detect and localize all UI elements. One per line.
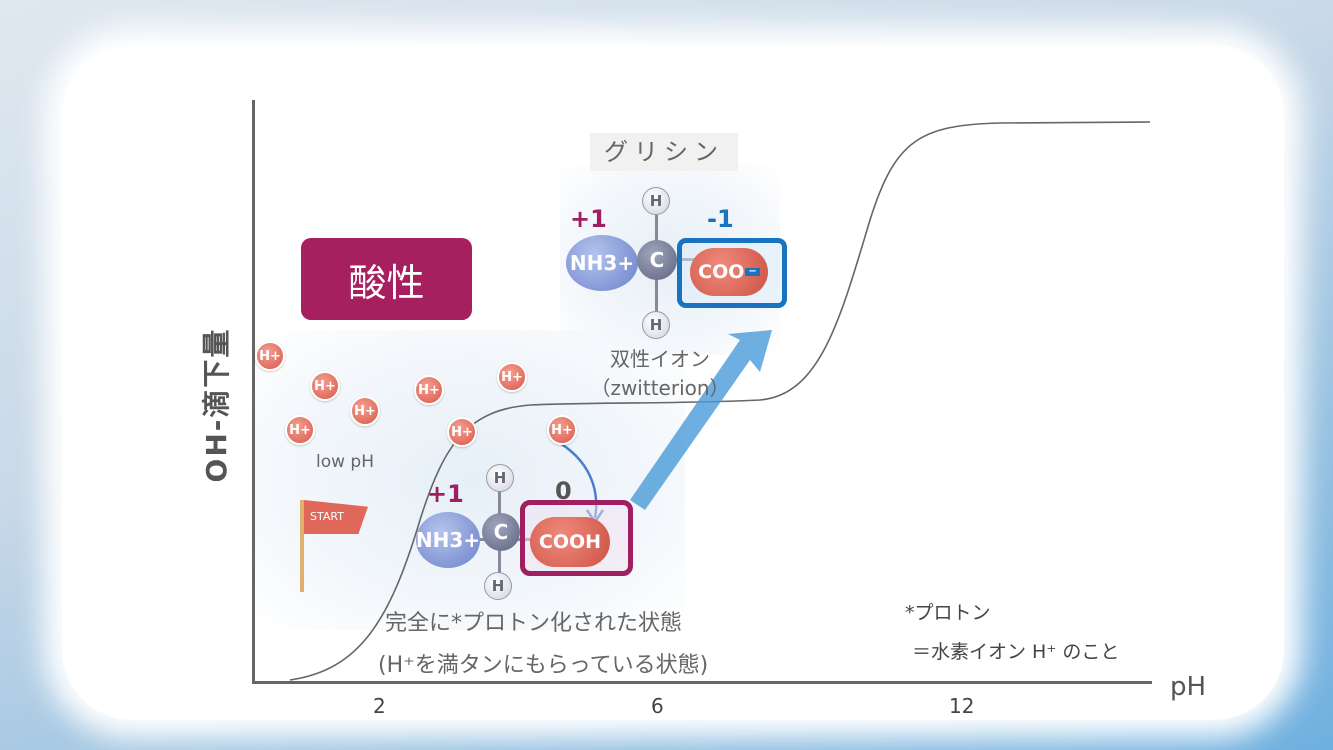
x-tick: 2 [373,694,386,718]
x-tick: 6 [651,694,664,718]
hydrogen-atom: H [484,572,512,600]
proton-ball: H+ [350,396,380,426]
amine-group: NH3+ [416,512,480,568]
proton-ball: H+ [547,415,577,445]
hydrogen-atom: H [642,187,670,215]
start-flag: START [304,500,368,534]
y-axis-label: OH-滴下量 [200,327,233,483]
x-tick: 12 [949,694,975,718]
hydrogen-atom: H [642,311,670,339]
protonated-caption: 完全に*プロトン化された状態 [385,611,683,636]
proton-ball: H+ [414,375,444,405]
flag-pole [300,500,304,592]
proton-ball: H+ [497,362,527,392]
proton-ball: H+ [310,371,340,401]
proton-ball: H+ [447,417,477,447]
carbon-atom: C [482,513,520,551]
carbon-atom: C [637,240,677,280]
carboxylate-group: COO− [690,248,768,296]
carboxyl-highlight-box: COOH [520,500,633,576]
carboxyl-group: COOH [530,517,610,567]
zwitterion-label: 双性イオン [610,347,710,371]
amine-charge: +1 [570,205,607,233]
transition-arrow [630,330,772,510]
glycine-title: グリシン [590,133,738,171]
y-axis [252,100,255,684]
hydrogen-atom: H [486,464,514,492]
carboxylate-highlight-box: COO− [677,238,787,308]
x-axis [252,681,1152,684]
x-axis-label: pH [1170,672,1207,702]
amine-charge: +1 [427,480,464,508]
footnote-definition: ＝水素イオン H⁺ のこと [912,641,1120,663]
acid-badge: 酸性 [301,238,472,320]
low-ph-label: low pH [316,452,375,472]
footnote-term: *プロトン [905,602,991,624]
zwitterion-label-en: （zwitterion） [590,376,730,400]
proton-ball: H+ [255,341,285,371]
amine-group: NH3+ [566,235,638,291]
protonated-caption-sub: (H⁺を満タンにもらっている状態) [378,653,709,678]
carboxyl-charge: -1 [707,205,734,233]
carboxyl-charge: 0 [555,477,572,505]
proton-ball: H+ [285,415,315,445]
